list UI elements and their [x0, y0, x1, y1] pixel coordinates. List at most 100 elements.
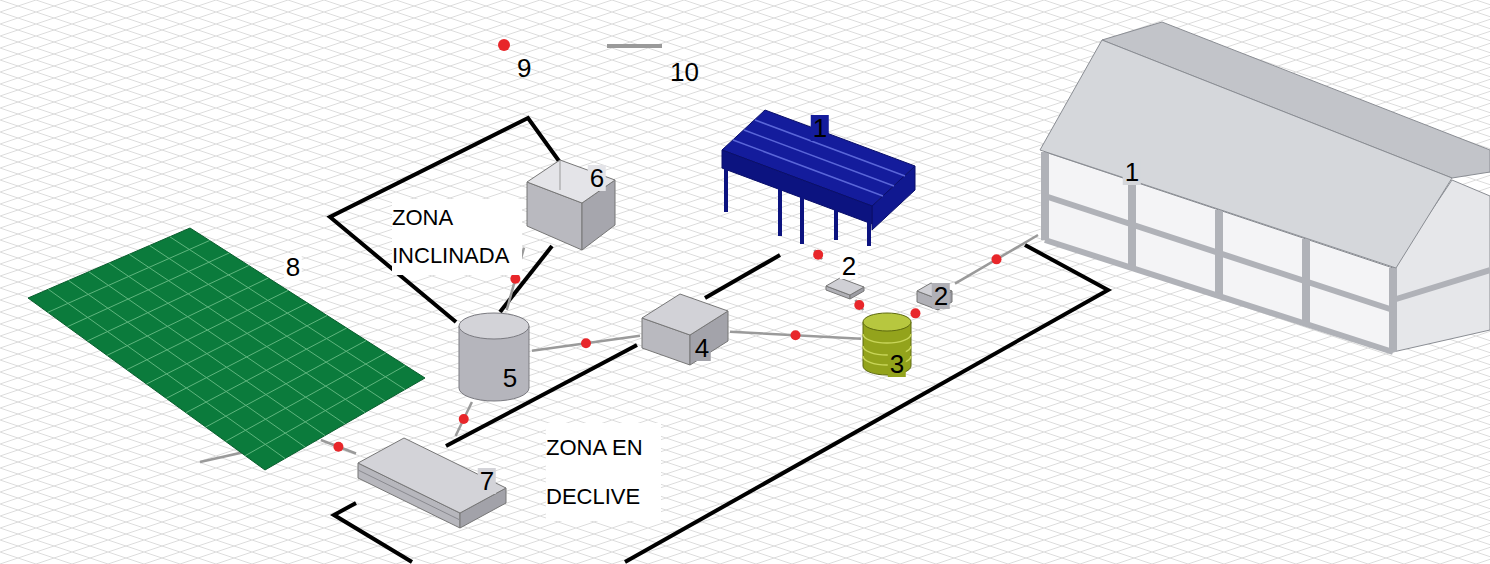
- zone-label: ZONA INCLINADA: [392, 199, 522, 275]
- figure-part: [1393, 270, 1490, 300]
- figure-part: [560, 160, 561, 190]
- shed-grey-shape: [1038, 18, 1490, 352]
- zone-border: [705, 255, 780, 298]
- valve-dot: [910, 308, 920, 318]
- pipe-connector: [813, 250, 823, 260]
- figure-part: [28, 228, 425, 470]
- callout-number: 5: [501, 365, 519, 391]
- process-box-shape: [640, 292, 730, 367]
- figure-part: [48, 237, 406, 459]
- valve-dot: [791, 330, 801, 340]
- slab-box: 7: [356, 436, 510, 530]
- figure-part: [863, 334, 911, 343]
- figure-part: [147, 303, 308, 384]
- green-field-shape: [25, 224, 429, 440]
- figure-part: [358, 470, 460, 520]
- callout-number: 6: [588, 165, 606, 191]
- pipe-connector: [321, 440, 356, 453]
- figure-part: [89, 272, 325, 436]
- callout-number: 1: [811, 115, 829, 141]
- pipe-connector: [456, 402, 472, 436]
- process-box: 4: [640, 292, 730, 367]
- figure-part: [459, 313, 529, 401]
- figure-part: [778, 188, 782, 236]
- pipe-connector: [955, 235, 1038, 284]
- pipe-line: [321, 440, 356, 453]
- legend-number: 9: [517, 55, 531, 81]
- valve-dot: [510, 274, 520, 284]
- figure-part: [109, 263, 345, 424]
- callout-number: 2: [932, 283, 950, 309]
- figure-part: [107, 278, 268, 355]
- cylinder-tank-shape: [456, 310, 532, 402]
- shed-grey: 1: [1038, 18, 1490, 352]
- shed-blue: 1: [718, 104, 918, 250]
- figure-part: [726, 168, 869, 246]
- figure-part: [826, 278, 864, 295]
- legend-number: 10: [670, 59, 699, 85]
- pipe-connector: [910, 308, 920, 318]
- figure-part: [226, 353, 386, 441]
- figure-part: [358, 438, 506, 528]
- figure-part: [834, 210, 838, 240]
- zone-border: [330, 118, 1108, 562]
- figure-part: [867, 222, 871, 246]
- figure-part: [1040, 40, 1452, 268]
- figure-part: [527, 160, 615, 250]
- figure-part: [186, 328, 347, 413]
- pipe-line: [955, 235, 1038, 284]
- figure-part: [459, 313, 529, 339]
- callout-number: 3: [888, 351, 906, 377]
- figure-part: [755, 120, 905, 176]
- valve-dot: [854, 300, 864, 310]
- valve-dot: [333, 442, 343, 452]
- pipe-connector: [532, 336, 640, 351]
- valve-dot: [992, 254, 1002, 264]
- pipe-sample: [607, 44, 662, 48]
- figure-part: [527, 160, 615, 203]
- separator-box: 2: [822, 254, 868, 300]
- figure-part: [826, 278, 864, 299]
- figure-part: [1040, 22, 1490, 352]
- green-tank: 3: [861, 310, 914, 378]
- figure-part: [206, 341, 367, 428]
- cylinder-tank: 5: [456, 310, 532, 402]
- figure-part: [245, 366, 405, 456]
- figure-part: [358, 438, 506, 513]
- tank-box: 6: [524, 150, 618, 253]
- figure-part: [863, 313, 911, 331]
- figure-part: [800, 197, 804, 244]
- figure-part: [722, 110, 915, 246]
- zone-border: [334, 503, 412, 562]
- figure-part: [129, 254, 365, 412]
- zone-label: ZONA EN DECLIVE: [546, 423, 661, 521]
- pipe-line: [532, 336, 640, 351]
- figure-part: [68, 253, 230, 327]
- callout-number: 4: [693, 335, 711, 361]
- callout-number: 7: [478, 468, 496, 494]
- valve-dot: [581, 338, 591, 348]
- figure-part: [127, 291, 288, 370]
- pipe-connector: [854, 300, 864, 310]
- figure-part: [917, 283, 952, 310]
- figure-part: [48, 241, 210, 313]
- callout-number: 2: [840, 253, 858, 279]
- pipe-connector: [730, 330, 861, 340]
- valve-dot: [459, 414, 469, 424]
- zone-border: [625, 245, 1108, 562]
- figure-part: [87, 266, 249, 342]
- figure-part: [722, 150, 872, 224]
- callout-number: 1: [1123, 159, 1141, 185]
- figure-part: [1045, 240, 1393, 352]
- zone-border: [330, 118, 585, 322]
- figure-part: [166, 316, 327, 399]
- valve-dot: [813, 250, 823, 260]
- pipe-line: [456, 402, 472, 436]
- valve-dot: [498, 39, 510, 51]
- figure-part: [28, 228, 425, 470]
- green-field: 8: [25, 224, 429, 440]
- figure-part: [642, 294, 728, 335]
- figure-part: [724, 168, 728, 212]
